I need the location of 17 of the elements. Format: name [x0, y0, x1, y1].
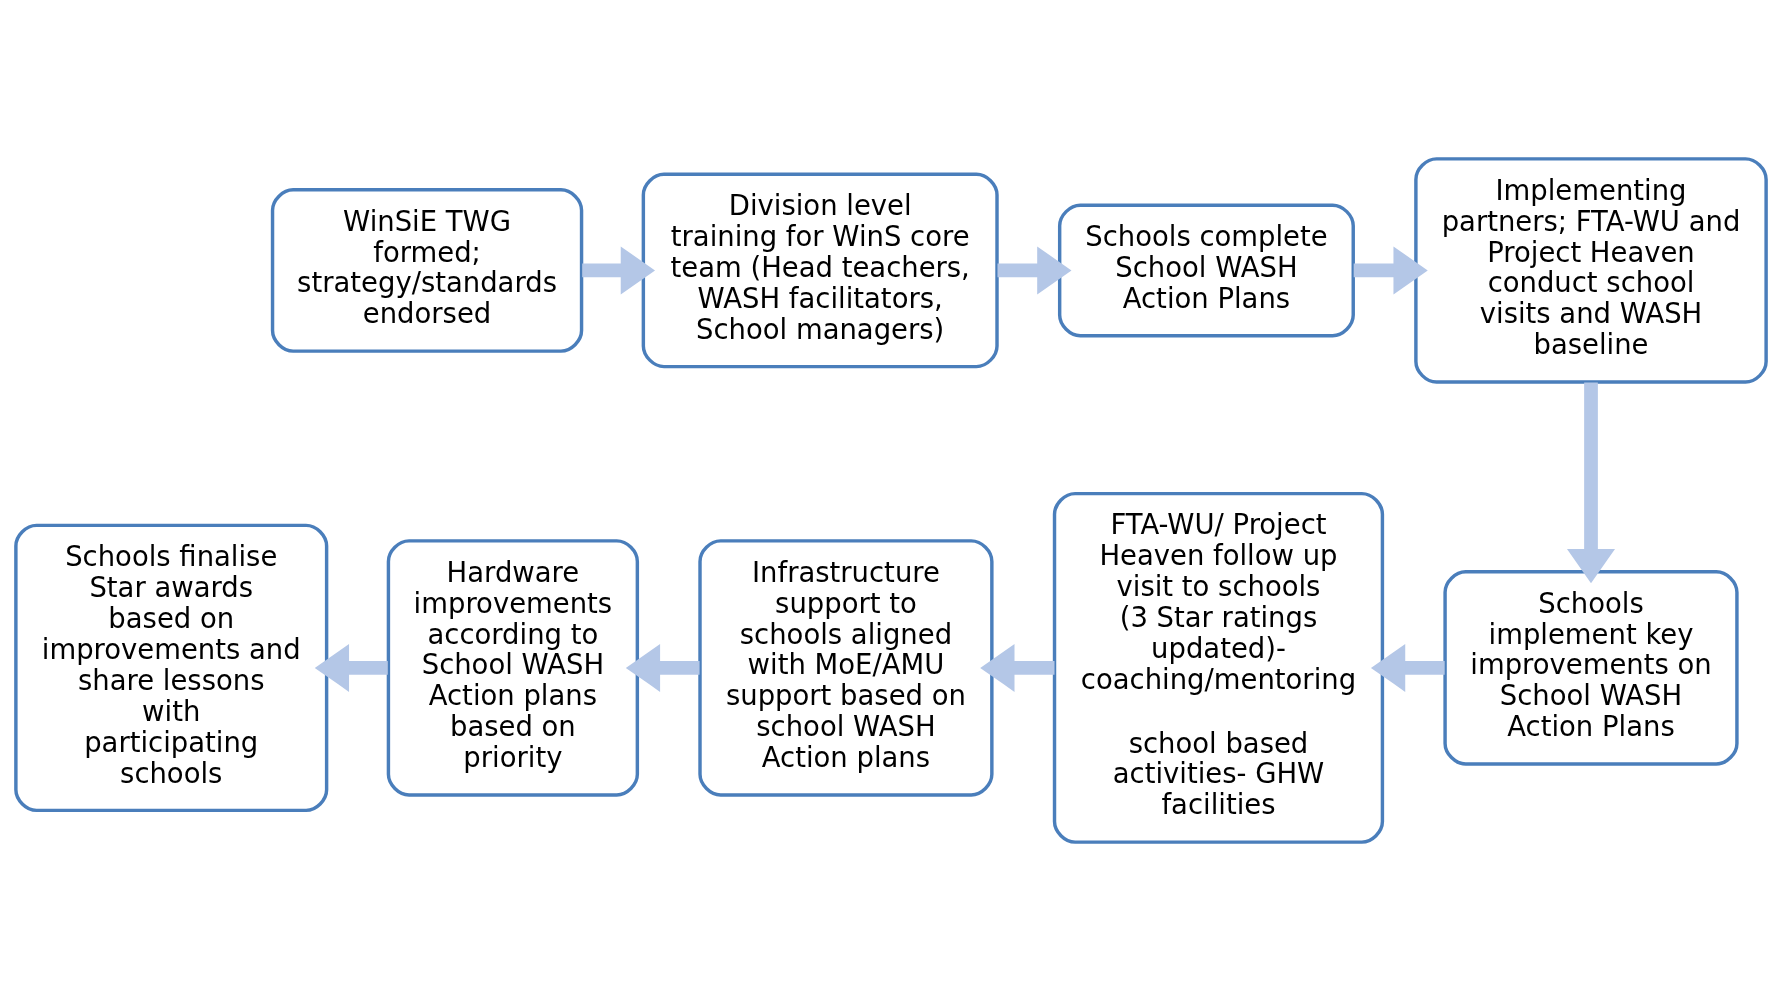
node-box: Hardware improvements according to School WASH Action plans based on priority [386, 538, 640, 797]
node-box: Schools finalise Star awards based on improvements and share lessons with participating schools [14, 523, 329, 812]
arrow [314, 643, 388, 692]
node-box: Infrastructure support to schools aligned with MoE/AMU support based on school WASH Action plans [698, 538, 994, 797]
node-box: Division level training for WinS core team (Head teachers, WASH facilitators, School managers) [641, 172, 999, 368]
arrow [625, 643, 700, 692]
arrow [997, 245, 1072, 294]
node-box: Implementing partners; FTA-WU and Project Heaven conduct school visits and WASH baseline [1414, 156, 1768, 384]
node-box: Schools implement key improvements on School WASH Action Plans [1443, 569, 1739, 766]
arrow [980, 643, 1055, 692]
arrow [582, 245, 656, 294]
arrow [1370, 643, 1445, 692]
arrow [1567, 381, 1615, 583]
node-box: WinSiE TWG formed; strategy/standards endorsed [270, 187, 584, 353]
arrow [1353, 245, 1428, 294]
node-box: Schools complete School WASH Action Plans [1057, 203, 1355, 337]
node-box: FTA-WU/ Project Heaven follow up visit to schools (3 Star ratings updated)- coaching/mentoring school based activities- GHW facilities [1052, 491, 1385, 844]
